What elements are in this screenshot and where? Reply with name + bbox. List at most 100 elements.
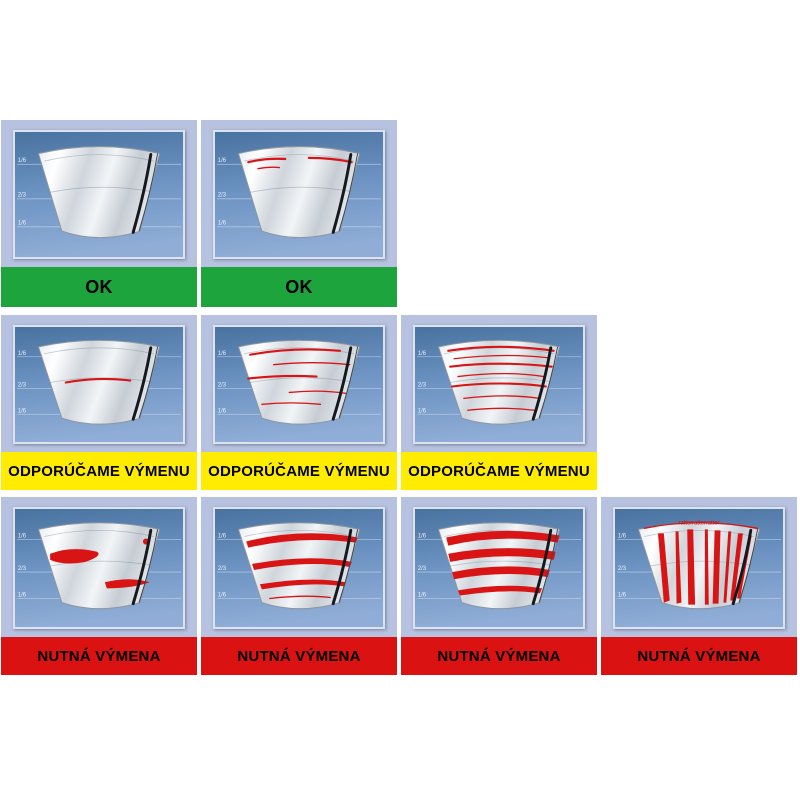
wear-mark: [448, 548, 556, 562]
sweep-reflection-line: [50, 560, 150, 567]
scale-mark-label: 1/6: [218, 408, 227, 414]
windshield-graphic: 1/6 2/3 1/6: [215, 327, 383, 442]
wear-marks: [50, 538, 150, 589]
wear-example-cell: 1/6 2/3 1/6 ODPORÚČAME VÝMENU: [1, 315, 197, 490]
windshield-display: 1/6 2/3 1/6: [413, 507, 585, 629]
wear-example-cell: 1/6 2/3 1/6 NUTNÁ VÝMENA: [401, 497, 597, 675]
windshield-panel: 1/6 2/3 1/6: [401, 315, 597, 452]
wiper-blade-edge: [538, 346, 559, 419]
wear-mark: [723, 531, 732, 603]
status-label: NUTNÁ VÝMENA: [637, 647, 761, 665]
windshield-display: 1/6 2/3 1/6: [13, 325, 185, 444]
wiper-sweep-area: [37, 522, 161, 610]
scale-mark-label: 2/3: [618, 566, 627, 572]
wear-mark: [451, 382, 547, 388]
status-label: ODPORÚČAME VÝMENU: [408, 462, 590, 480]
wear-example-cell: 1/6 2/3 1/6 ratterratterratter NUTNÁ VÝM…: [601, 497, 797, 675]
wear-example-cell: 1/6 2/3 1/6 ODPORÚČAME VÝMENU: [201, 315, 397, 490]
status-label: OK: [85, 276, 113, 297]
status-label-bar: OK: [201, 267, 397, 307]
sweep-reflection-line: [250, 377, 350, 383]
wear-mark: [704, 529, 709, 605]
scale-mark-label: 1/6: [618, 592, 627, 598]
wear-marks: [446, 530, 560, 596]
wiper-blade: [131, 153, 153, 234]
wiper-blade: [531, 346, 553, 421]
scale-mark-label: 1/6: [18, 592, 27, 598]
status-label: NUTNÁ VÝMENA: [237, 647, 361, 665]
scale-mark-label: 1/6: [18, 533, 27, 539]
wear-mark: [643, 522, 759, 529]
wiper-blade-edge: [538, 529, 559, 603]
windshield-display: 1/6 2/3 1/6 ratterratterratter: [613, 507, 785, 629]
sweep-reflection-line: [44, 347, 154, 355]
wiper-sweep-area: [437, 339, 561, 425]
status-label: OK: [285, 276, 313, 297]
wiper-blade-edge: [138, 529, 159, 603]
windshield-panel: 1/6 2/3 1/6: [1, 315, 197, 452]
sweep-reflection-line: [450, 377, 550, 383]
scale-mark-label: 1/6: [18, 408, 27, 414]
scale-mark-label: 2/3: [218, 382, 227, 388]
scale-mark-label: 1/6: [218, 351, 227, 357]
scale-mark-label: 1/6: [218, 219, 227, 226]
wear-mark: [687, 529, 696, 605]
scale-mark-label: 2/3: [218, 191, 227, 198]
wiper-blade: [331, 346, 353, 421]
scale-mark-label: 2/3: [418, 382, 427, 388]
windshield-display: 1/6 2/3 1/6: [13, 130, 185, 259]
scale-mark-label: 1/6: [218, 533, 227, 539]
wiper-blade-edge: [338, 529, 359, 603]
sweep-reflection-line: [250, 186, 350, 193]
scale-mark-label: 1/6: [418, 533, 427, 539]
wear-mark: [259, 579, 346, 590]
wear-mark: [249, 348, 342, 356]
windshield-graphic: 1/6 2/3 1/6: [215, 132, 383, 257]
wear-mark: [64, 377, 132, 384]
scale-mark-label: 1/6: [218, 157, 227, 164]
status-label: ODPORÚČAME VÝMENU: [8, 462, 190, 480]
scale-mark-label: 2/3: [18, 382, 27, 388]
wear-mark: [247, 374, 318, 380]
wiper-blade: [331, 153, 353, 234]
wear-mark: [449, 362, 553, 368]
status-label-bar: NUTNÁ VÝMENA: [1, 637, 197, 675]
wiper-sweep-area: [37, 146, 161, 239]
scale-mark-label: 1/6: [618, 533, 627, 539]
sweep-reflection-line: [50, 186, 150, 193]
sweep-reflection-line: [50, 377, 150, 383]
windshield-graphic: 1/6 2/3 1/6: [215, 509, 383, 627]
scale-mark-label: 1/6: [18, 351, 27, 357]
wear-mark: [269, 595, 331, 600]
windshield-graphic: 1/6 2/3 1/6: [415, 509, 583, 627]
wear-mark: [712, 530, 721, 604]
wear-mark: [657, 533, 670, 603]
windshield-panel: 1/6 2/3 1/6: [201, 120, 397, 267]
status-label: NUTNÁ VÝMENA: [437, 647, 561, 665]
wear-mark: [452, 566, 550, 580]
windshield-panel: 1/6 2/3 1/6: [201, 315, 397, 452]
wear-mark: [467, 407, 535, 411]
wear-mark: [50, 549, 99, 564]
scale-mark-label: 1/6: [418, 408, 427, 414]
wear-marks: [447, 345, 555, 411]
wear-example-cell: 1/6 2/3 1/6 NUTNÁ VÝMENA: [1, 497, 197, 675]
wiper-blade: [131, 528, 153, 606]
scale-mark-label: 1/6: [18, 219, 27, 226]
windshield-panel: 1/6 2/3 1/6: [1, 120, 197, 267]
windshield-graphic: 1/6 2/3 1/6: [15, 132, 183, 257]
wear-mark: [261, 402, 322, 405]
windshield-panel: 1/6 2/3 1/6 ratterratterratter: [601, 497, 797, 637]
windshield-graphic: 1/6 2/3 1/6 ratterratterratter: [615, 509, 783, 627]
status-label: ODPORÚČAME VÝMENU: [208, 462, 390, 480]
wear-example-cell: 1/6 2/3 1/6 OK: [1, 120, 197, 307]
status-label-bar: ODPORÚČAME VÝMENU: [201, 452, 397, 490]
wear-mark: [730, 533, 743, 601]
sweep-reflection-line: [450, 560, 550, 567]
status-label-bar: ODPORÚČAME VÝMENU: [1, 452, 197, 490]
sweep-reflection-line: [650, 560, 750, 567]
scale-mark-label: 2/3: [418, 566, 427, 572]
wear-marks: [246, 533, 358, 600]
wiper-blade-edge: [338, 346, 359, 419]
wiper-blade: [531, 528, 553, 606]
